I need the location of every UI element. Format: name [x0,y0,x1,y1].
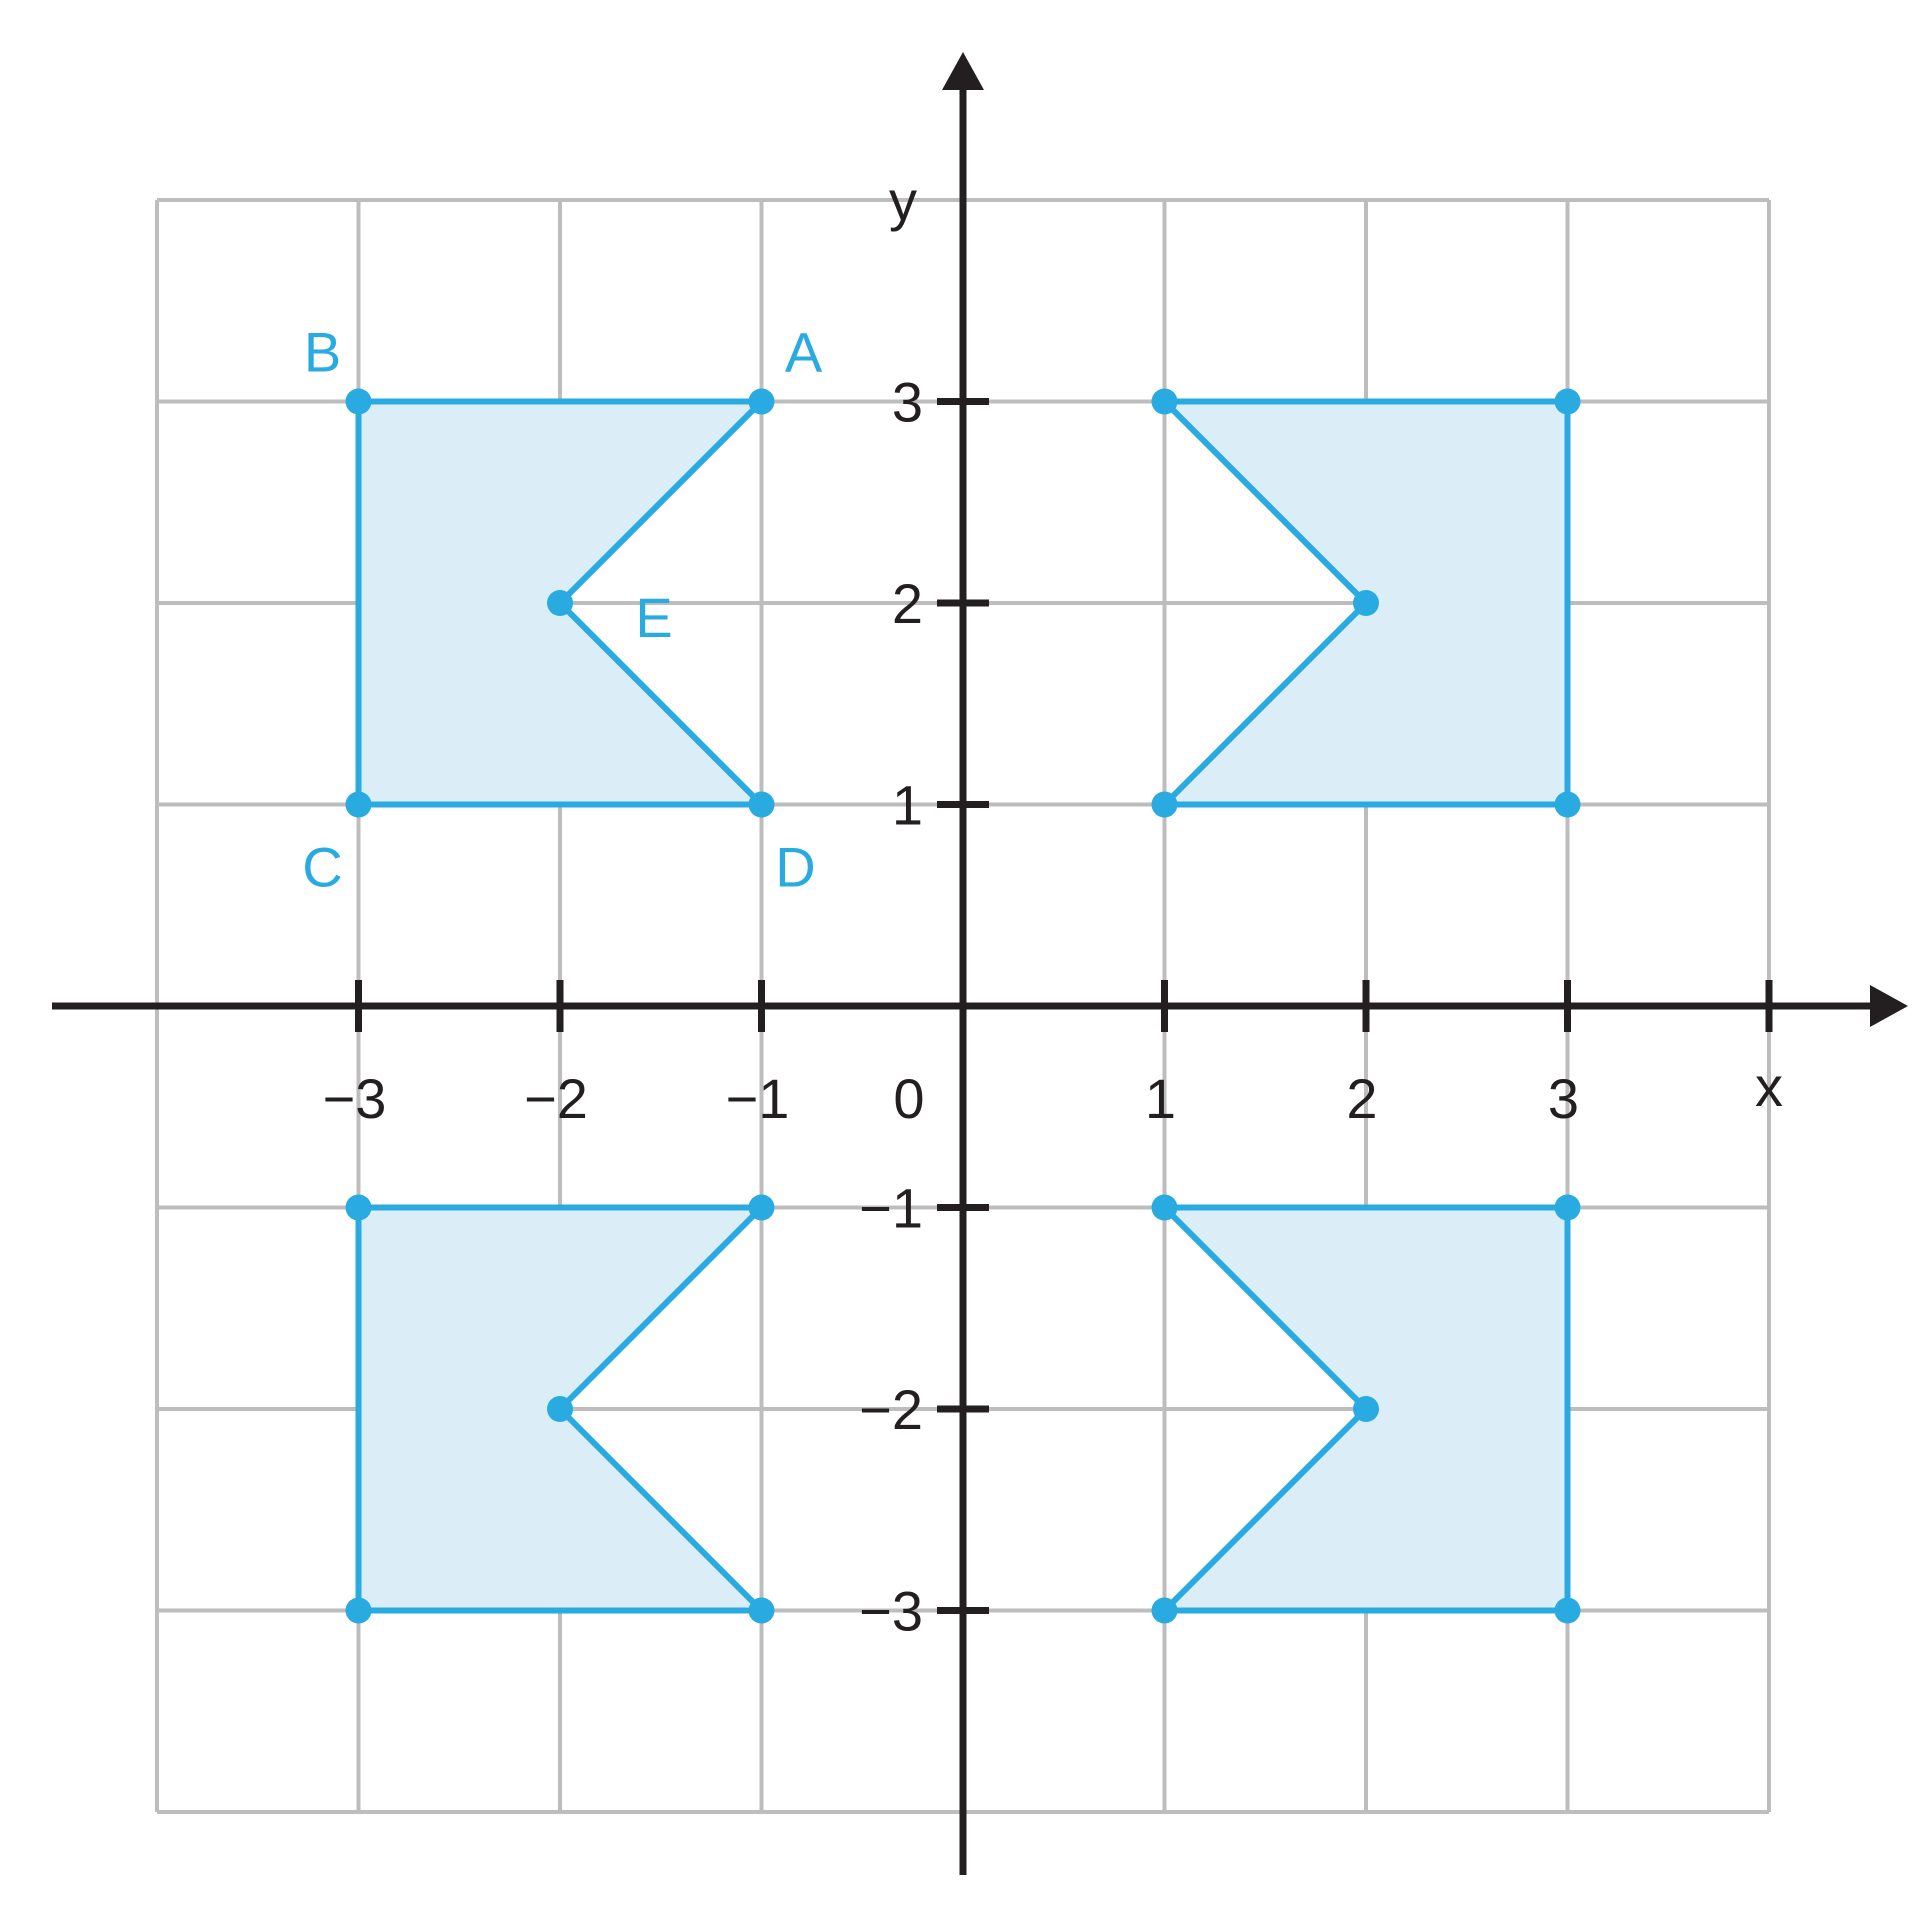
vertex-point [748,388,775,415]
vertex-point [748,1194,775,1221]
vertex-point [345,388,372,415]
vertex-label-d: D [775,836,815,899]
vertex-label-c: C [302,836,342,899]
vertex-point [1151,791,1178,818]
x-tick-label: −1 [726,1067,790,1130]
vertex-point [1353,590,1379,616]
vertex-points [345,388,1581,1624]
y-axis-label: y [889,169,917,232]
vertex-point [547,1396,573,1422]
vertex-point [1353,1396,1379,1422]
vertex-label-e: E [635,586,672,649]
x-tick-label: 2 [1346,1067,1377,1130]
x-axis-label: x [1755,1055,1783,1118]
vertex-point [1554,791,1581,818]
vertex-point [1554,1194,1581,1221]
y-axis-arrow [942,52,984,90]
x-tick-label: 3 [1548,1067,1579,1130]
vertex-point [1151,388,1178,415]
x-tick-label: −3 [323,1067,387,1130]
x-tick-label: −2 [524,1067,588,1130]
y-tick-label: −1 [859,1177,923,1240]
labels: x y 0 −3 −2 −1 1 2 3 3 2 1 −1 −2 −3 A B C D E [302,169,1783,1642]
x-tick-label: 1 [1145,1067,1176,1130]
origin-label: 0 [893,1067,924,1130]
vertex-point [1151,1194,1178,1221]
vertex-label-a: A [785,321,823,384]
axes [52,52,1908,1875]
vertex-point [1151,1597,1178,1624]
y-tick-label: −3 [859,1580,923,1643]
vertex-point [345,791,372,818]
vertex-point [1554,388,1581,415]
y-tick-label: −2 [859,1378,923,1441]
x-axis-arrow [1870,985,1908,1027]
vertex-point [547,590,573,616]
y-tick-label: 3 [892,371,923,434]
y-tick-label: 1 [892,774,923,837]
vertex-point [345,1194,372,1221]
y-tick-label: 2 [892,572,923,635]
vertex-point [345,1597,372,1624]
vertex-point [748,1597,775,1624]
vertex-point [1554,1597,1581,1624]
vertex-point [748,791,775,818]
vertex-label-b: B [304,321,341,384]
